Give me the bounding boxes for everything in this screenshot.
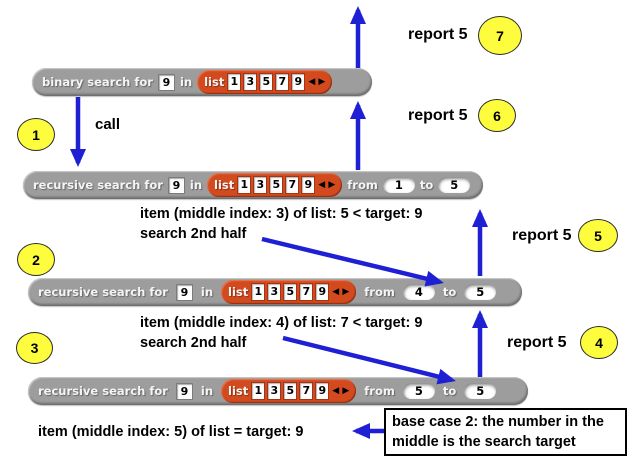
binary-search-block[interactable]: binary search for 9 in list 1 3 5 7 9 ◀ …: [32, 68, 372, 96]
list-label: list: [204, 75, 225, 89]
recursive-search-block-2[interactable]: recursive search for 9 in list 1 3 5 7 9…: [28, 278, 522, 306]
list-item[interactable]: 1: [252, 383, 265, 399]
step-annotation-2: item (middle index: 4) of list: 7 < targ…: [140, 313, 422, 353]
block-label: recursive search for: [33, 178, 163, 192]
step-badge-3: 3: [16, 332, 53, 364]
list-item[interactable]: 3: [254, 177, 267, 193]
report-label-6: report 5: [408, 107, 468, 124]
list-resize-arrows-icon[interactable]: ◀ ▶: [318, 179, 336, 190]
to-input[interactable]: 5: [464, 284, 497, 300]
step-badge-5: 5: [578, 219, 618, 252]
report-label-4: report 5: [507, 334, 567, 351]
list-item[interactable]: 5: [260, 74, 273, 90]
list-resize-arrows-icon[interactable]: ◀ ▶: [332, 385, 350, 396]
block-label: recursive search for: [38, 384, 168, 398]
from-label: from: [364, 285, 395, 299]
target-input[interactable]: 9: [167, 176, 185, 194]
to-input[interactable]: 5: [438, 177, 471, 193]
call-label: call: [95, 116, 121, 133]
block-label: recursive search for: [38, 285, 168, 299]
in-label: in: [200, 285, 214, 299]
list-item[interactable]: 5: [284, 383, 297, 399]
report-label-7: report 5: [408, 26, 468, 43]
callout-line-2: middle is the search target: [392, 434, 576, 450]
step-annotation-1: item (middle index: 3) of list: 5 < targ…: [140, 204, 422, 244]
block-label: binary search for: [42, 75, 153, 89]
step-badge-6: 6: [478, 99, 516, 132]
from-input[interactable]: 4: [402, 284, 435, 300]
in-label: in: [189, 178, 203, 192]
list-item[interactable]: 7: [300, 284, 313, 300]
in-label: in: [179, 75, 193, 89]
list-item[interactable]: 1: [252, 284, 265, 300]
list-block[interactable]: list 1 3 5 7 9 ◀ ▶: [197, 70, 333, 94]
target-input[interactable]: 9: [175, 283, 193, 301]
target-input[interactable]: 9: [157, 73, 175, 91]
list-item[interactable]: 7: [286, 177, 299, 193]
base-case-annotation: item (middle index: 5) of list = target:…: [38, 424, 304, 440]
to-label: to: [442, 384, 457, 398]
in-label: in: [200, 384, 214, 398]
callout-line-1: base case 2: the number in the: [392, 414, 604, 430]
list-item[interactable]: 7: [276, 74, 289, 90]
base-case-callout: base case 2: the number in the middle is…: [384, 408, 627, 456]
target-input[interactable]: 9: [175, 382, 193, 400]
annotation-line-2: search 2nd half: [140, 226, 247, 242]
recursive-search-block-3[interactable]: recursive search for 9 in list 1 3 5 7 9…: [28, 377, 528, 405]
list-block[interactable]: list 1 3 5 7 9 ◀ ▶: [207, 173, 343, 197]
list-item[interactable]: 9: [316, 284, 329, 300]
list-item[interactable]: 3: [268, 383, 281, 399]
annotation-line-1: item (middle index: 3) of list: 5 < targ…: [140, 206, 423, 222]
list-item[interactable]: 1: [238, 177, 251, 193]
to-input[interactable]: 5: [464, 383, 497, 399]
to-label: to: [442, 285, 457, 299]
list-item[interactable]: 9: [316, 383, 329, 399]
list-resize-arrows-icon[interactable]: ◀ ▶: [332, 286, 350, 297]
report-label-5: report 5: [512, 227, 572, 244]
from-input[interactable]: 1: [382, 177, 415, 193]
from-input[interactable]: 5: [402, 383, 435, 399]
list-item[interactable]: 7: [300, 383, 313, 399]
list-block[interactable]: list 1 3 5 7 9 ◀ ▶: [221, 280, 357, 304]
annotation-line-1: item (middle index: 4) of list: 7 < targ…: [140, 315, 423, 331]
step-badge-4: 4: [580, 326, 618, 359]
recursive-search-block-1[interactable]: recursive search for 9 in list 1 3 5 7 9…: [23, 171, 483, 199]
list-item[interactable]: 5: [270, 177, 283, 193]
from-label: from: [364, 384, 395, 398]
to-label: to: [419, 178, 434, 192]
annotation-line-2: search 2nd half: [140, 335, 247, 351]
list-label: list: [228, 384, 249, 398]
list-block[interactable]: list 1 3 5 7 9 ◀ ▶: [221, 379, 357, 403]
list-item[interactable]: 9: [302, 177, 315, 193]
list-label: list: [214, 178, 235, 192]
from-label: from: [347, 178, 378, 192]
arrow-search-2nd-half-1: [261, 236, 444, 287]
list-item[interactable]: 3: [268, 284, 281, 300]
step-badge-2: 2: [17, 243, 55, 276]
list-item[interactable]: 1: [228, 74, 241, 90]
step-badge-7: 7: [478, 16, 522, 55]
list-resize-arrows-icon[interactable]: ◀ ▶: [308, 76, 326, 87]
list-item[interactable]: 3: [244, 74, 257, 90]
list-label: list: [228, 285, 249, 299]
list-item[interactable]: 5: [284, 284, 297, 300]
step-badge-1: 1: [17, 118, 55, 151]
list-item[interactable]: 9: [292, 74, 305, 90]
